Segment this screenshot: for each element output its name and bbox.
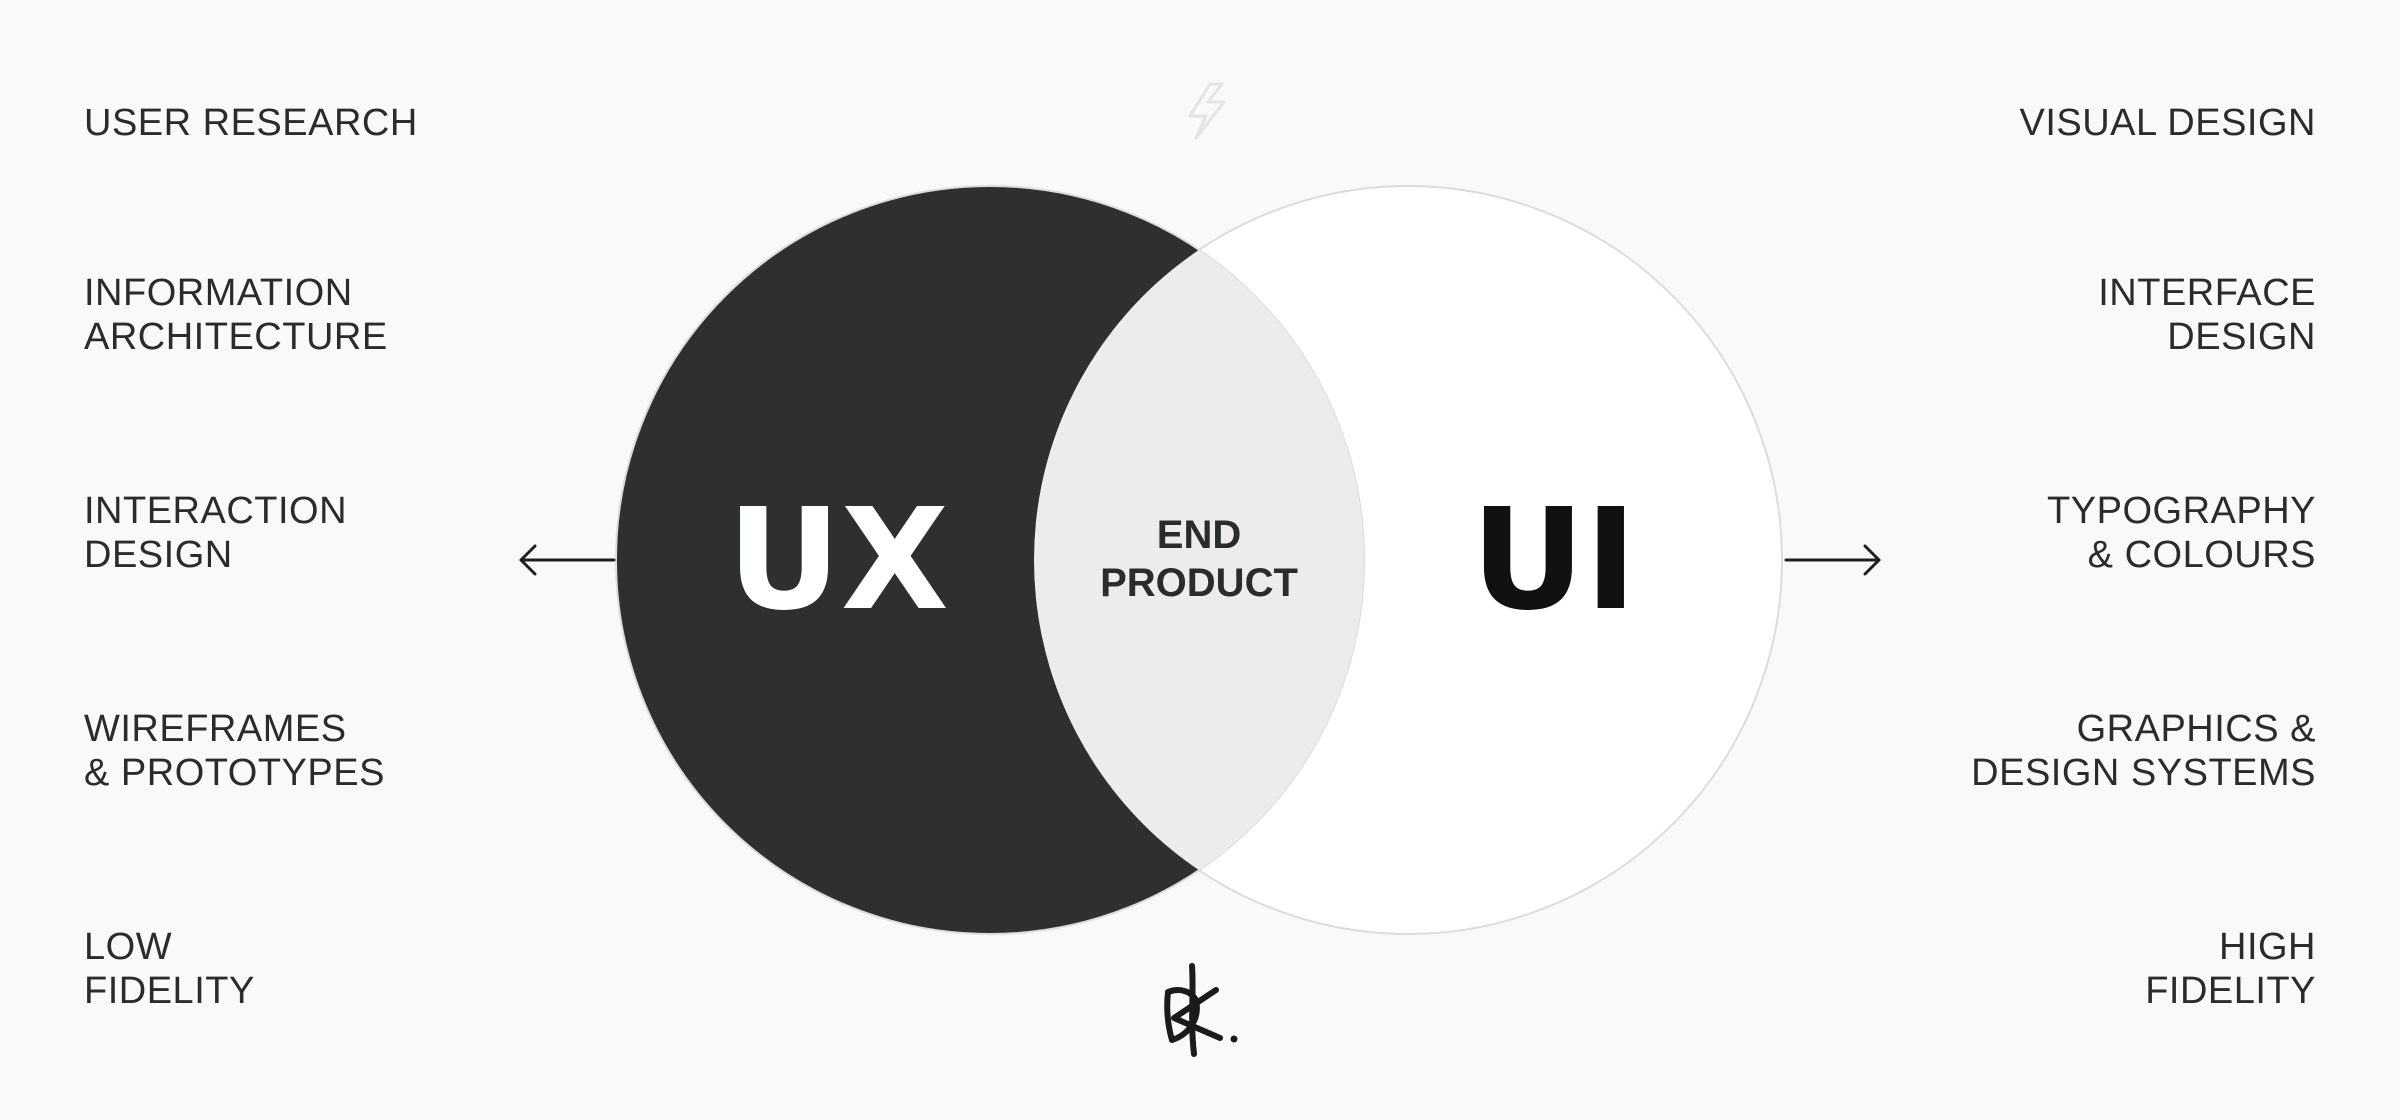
ui-item-graphics-design-systems: GRAPHICS & DESIGN SYSTEMS — [1971, 708, 2316, 794]
ui-item-typography-colours: TYPOGRAPHY & COLOURS — [2047, 490, 2316, 576]
overlap-lens — [1034, 186, 1364, 934]
ui-item-high-fidelity: HIGH FIDELITY — [2145, 926, 2316, 1012]
overlap-label-line1: END — [1157, 513, 1241, 557]
lightning-bolt-icon — [1188, 82, 1226, 140]
right-arrow-icon — [1784, 544, 1881, 576]
overlap-label-line2: PRODUCT — [1100, 561, 1298, 605]
signature-logo — [1164, 963, 1238, 1057]
ui-item-visual-design: VISUAL DESIGN — [2019, 102, 2316, 144]
ux-item-information-architecture: INFORMATION ARCHITECTURE — [84, 272, 388, 358]
ux-label: UX — [727, 479, 949, 642]
ux-skill-list: USER RESEARCH INFORMATION ARCHITECTURE I… — [84, 0, 564, 1120]
ux-item-interaction-design: INTERACTION DESIGN — [84, 490, 348, 576]
ux-item-user-research: USER RESEARCH — [84, 102, 418, 144]
ux-item-wireframes-prototypes: WIREFRAMES & PROTOTYPES — [84, 708, 385, 794]
left-arrow-icon — [519, 544, 616, 576]
ui-label: UI — [1471, 479, 1637, 642]
ux-item-low-fidelity: LOW FIDELITY — [84, 926, 255, 1012]
ui-skill-list: VISUAL DESIGN INTERFACE DESIGN TYPOGRAPH… — [1836, 0, 2316, 1120]
ui-item-interface-design: INTERFACE DESIGN — [2098, 272, 2316, 358]
